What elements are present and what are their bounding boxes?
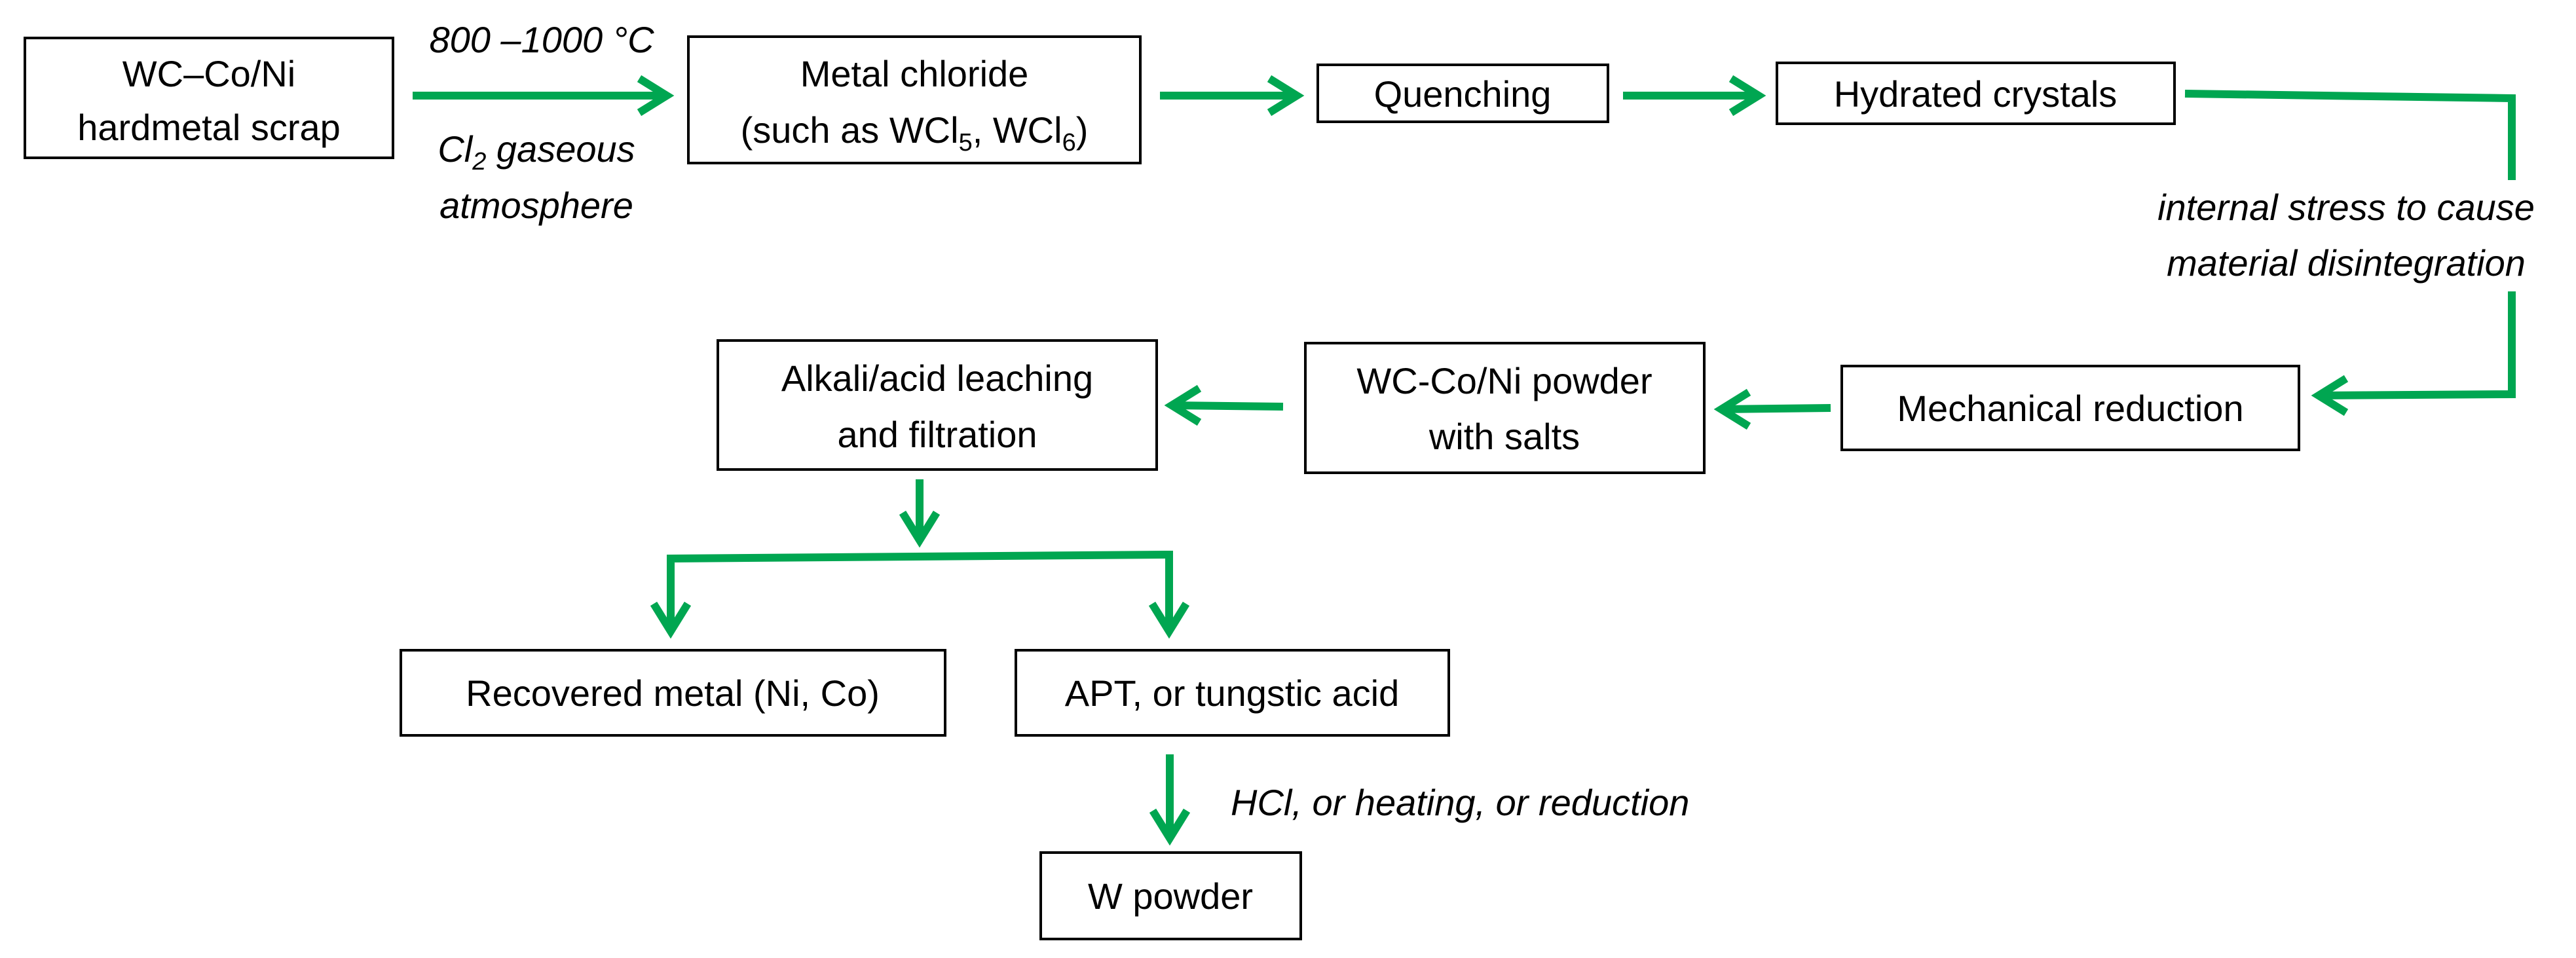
arrow-mechanical-to-powder xyxy=(1713,388,1831,430)
node-leaching-line2: and filtration xyxy=(837,414,1037,455)
node-recovered-metal: Recovered metal (Ni, Co) xyxy=(400,649,946,737)
node-scrap-line2: hardmetal scrap xyxy=(77,107,341,148)
arrow-branch xyxy=(650,550,1190,639)
node-powder-with-salts-box xyxy=(1304,342,1706,474)
node-powder-with-salts-line2: with salts xyxy=(1428,416,1580,457)
node-metal-chloride-line1: Metal chloride xyxy=(800,53,1029,94)
chloride-sub-6: 6 xyxy=(1062,129,1076,157)
node-recovered-metal-label: Recovered metal (Ni, Co) xyxy=(466,672,880,714)
arrow-quenching-to-hydrated xyxy=(1623,75,1766,117)
node-mechanical-reduction-box xyxy=(1840,365,2300,451)
node-leaching-box xyxy=(717,339,1158,471)
node-w-powder: W powder xyxy=(1039,851,1302,940)
atmosphere-annotation: atmosphere xyxy=(439,185,633,226)
node-leaching: Alkali/acid leaching and filtration xyxy=(717,339,1158,471)
node-apt: APT, or tungstic acid xyxy=(1015,649,1450,737)
arrow-apt-to-wpowder xyxy=(1149,754,1191,846)
node-powder-with-salts-line1: WC-Co/Ni powder xyxy=(1356,360,1652,401)
node-scrap-box xyxy=(24,37,394,159)
node-quenching: Quenching xyxy=(1316,64,1609,123)
chloride-line2-post: ) xyxy=(1076,109,1089,151)
node-hydrated-crystals-label: Hydrated crystals xyxy=(1834,73,2118,115)
node-quenching-label: Quenching xyxy=(1374,73,1552,115)
cl2-post: gaseous xyxy=(486,128,635,170)
node-powder-with-salts: WC-Co/Ni powder with salts xyxy=(1304,342,1706,474)
node-apt-box xyxy=(1015,649,1450,737)
node-mechanical-reduction: Mechanical reduction xyxy=(1840,365,2300,451)
chloride-sub-5: 5 xyxy=(959,129,973,157)
node-quenching-box xyxy=(1316,64,1609,123)
cl2-pre: Cl xyxy=(438,128,473,170)
node-metal-chloride-line2: (such as WCl5, WCl6) xyxy=(741,109,1089,157)
node-apt-label: APT, or tungstic acid xyxy=(1065,672,1399,714)
arrow-hydrated-to-mechanical xyxy=(2184,90,2516,416)
node-hydrated-crystals-box xyxy=(1776,62,2176,125)
stress-annotation-line2: material disintegration xyxy=(2167,242,2526,284)
cl2-sub: 2 xyxy=(472,148,486,175)
arrow-leaching-down xyxy=(899,479,941,548)
node-recovered-metal-box xyxy=(400,649,946,737)
chloride-line2-mid: , WCl xyxy=(973,109,1062,151)
node-scrap-line1: WC–Co/Ni xyxy=(122,53,295,94)
node-leaching-line1: Alkali/acid leaching xyxy=(781,358,1093,399)
node-metal-chloride: Metal chloride (such as WCl5, WCl6) xyxy=(687,35,1142,164)
cl2-annotation: Cl2 gaseous xyxy=(438,128,635,175)
flow-arrows xyxy=(413,75,2516,846)
arrow-powder-to-leaching xyxy=(1164,384,1284,426)
node-w-powder-box xyxy=(1039,851,1302,940)
hcl-annotation: HCl, or heating, or reduction xyxy=(1231,782,1689,823)
node-hydrated-crystals: Hydrated crystals xyxy=(1776,62,2176,125)
node-metal-chloride-box xyxy=(687,35,1142,164)
stress-annotation-line1: internal stress to cause xyxy=(2157,187,2535,228)
arrow-chloride-to-quenching xyxy=(1160,75,1305,117)
chloride-line2-pre: (such as WCl xyxy=(741,109,959,151)
temperature-annotation: 800 –1000 °C xyxy=(429,19,654,60)
node-scrap: WC–Co/Ni hardmetal scrap xyxy=(24,37,394,159)
node-mechanical-reduction-label: Mechanical reduction xyxy=(1897,388,2243,429)
node-w-powder-label: W powder xyxy=(1088,875,1253,917)
arrow-scrap-to-chloride xyxy=(413,75,675,117)
